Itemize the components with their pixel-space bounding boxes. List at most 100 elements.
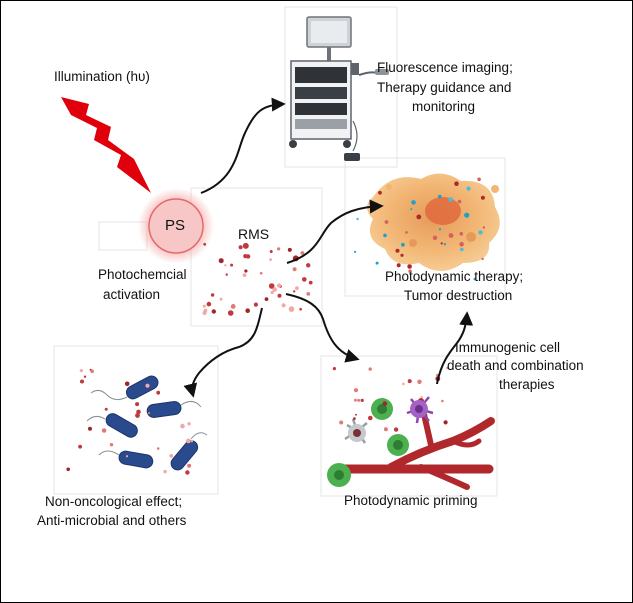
rms-dot [211, 309, 216, 314]
priming-panel-frame [320, 355, 498, 497]
tumor-dots [354, 177, 486, 281]
rms-dot [245, 308, 250, 314]
rms-dot [269, 258, 272, 261]
bacteria-panel-dot [88, 426, 92, 431]
rms-dot [272, 287, 277, 292]
bacteria-panel-dot [78, 444, 82, 449]
priming-panel-dot [360, 398, 364, 402]
bacteria-panel-dot [145, 383, 150, 388]
tumor-dot [375, 261, 379, 265]
fluorescence-line-2: Therapy guidance and [377, 80, 512, 95]
rms-dot [292, 267, 297, 272]
rms-dot [287, 247, 292, 252]
rms-dot [203, 242, 207, 246]
rms-dot [295, 286, 299, 291]
bacteria-panel-dot [156, 447, 160, 450]
rms-dot [202, 310, 207, 315]
tumor-dot [457, 199, 462, 204]
rms-dot [281, 303, 286, 308]
lightning-bolt-icon [61, 97, 151, 193]
priming-panel-dot [339, 420, 344, 425]
photochemical-line-1: Photochemcial [98, 267, 187, 282]
priming-panel-dot [353, 417, 356, 420]
immune-cells [327, 396, 434, 487]
rms-label: RMS [238, 226, 270, 242]
immunogenic-line-3: therapies [499, 377, 555, 392]
rms-dot [227, 310, 234, 316]
illumination-label: Illumination (hυ) [54, 69, 150, 84]
arrow-to-pdt-from-priming [436, 311, 474, 385]
priming-panel-dot [417, 379, 422, 384]
photochemical-line-2: activation [103, 287, 161, 302]
bacteria-icon [105, 375, 199, 471]
bacteria-panel-dot [156, 390, 161, 395]
arrow-to-priming [285, 293, 360, 363]
bacteria-panel-dot [109, 443, 114, 447]
rms-dot [306, 292, 311, 296]
rms-dot [269, 250, 273, 253]
priming-panel-dot [353, 388, 359, 393]
bacteria-panel-dot [169, 454, 174, 458]
tumor-dot [405, 231, 408, 234]
rms-dot [230, 263, 234, 267]
rms-dot [277, 293, 282, 298]
tumor-dot [454, 181, 459, 186]
tumor-dot [440, 242, 443, 245]
rms-dot [218, 258, 224, 264]
tumor-dot [448, 197, 453, 202]
tumor-icon [367, 173, 500, 271]
tumor-dot [401, 242, 405, 247]
tumor-dot [448, 233, 454, 238]
tumor-dot [438, 228, 442, 231]
immunogenic-line-2: death and combination [447, 358, 584, 373]
bacteria-panel-dot [135, 413, 140, 418]
bacteria-panel-dot [163, 469, 167, 474]
priming-panel-dot [354, 398, 357, 402]
rms-dot [288, 306, 295, 312]
tumor-panel-frame [344, 157, 506, 297]
bacteria-panel-dot [125, 455, 129, 458]
rms-dot [264, 297, 269, 301]
rms-dot [302, 277, 307, 282]
rms-dot [219, 297, 223, 301]
priming-panel-dot [368, 367, 372, 371]
bacteria-panel-dot [187, 422, 191, 426]
arrow-to-pdt [286, 199, 384, 264]
priming-label: Photodynamic priming [344, 493, 478, 508]
bacteria-panel-dot [136, 409, 141, 415]
bacteria-panel-dot [80, 379, 84, 384]
priming-panel-dot [383, 427, 388, 432]
rms-dot [253, 302, 258, 307]
rms-dot [300, 251, 305, 255]
rms-dot [245, 254, 251, 259]
tumor-dot [400, 253, 404, 257]
priming-panel-dot [357, 398, 361, 402]
tumor-dot [459, 241, 464, 247]
blood-vessel-icon [334, 398, 495, 490]
tumor-dot [480, 195, 485, 200]
priming-panel-dots [332, 366, 449, 432]
bacteria-panel-dot [101, 428, 107, 433]
pdt-line-2: Tumor destruction [404, 288, 513, 303]
bacteria-panel-dot [190, 440, 193, 443]
priming-panel-dot [402, 382, 405, 386]
ps-label: PS [165, 217, 186, 234]
rms-dot [225, 273, 228, 276]
rms-dots [202, 242, 313, 316]
tumor-dot [437, 194, 442, 199]
tumor-dot [460, 247, 464, 252]
tumor-dot [473, 277, 477, 281]
tumor-dot [356, 217, 359, 221]
priming-panel-dot [446, 366, 449, 370]
bacteria-panel-dot [186, 438, 191, 444]
rms-dot [277, 283, 282, 288]
bacteria-panel-dot [187, 463, 192, 468]
rms-dot [202, 304, 206, 308]
rms-dot [224, 264, 227, 267]
priming-panel-dot [393, 427, 399, 432]
rms-dot [242, 273, 247, 277]
arrow-to-nononcological [183, 307, 263, 398]
bacteria-panel-frame [53, 345, 219, 495]
rms-dot [259, 271, 263, 275]
bacteria-panel-dots [66, 368, 193, 475]
